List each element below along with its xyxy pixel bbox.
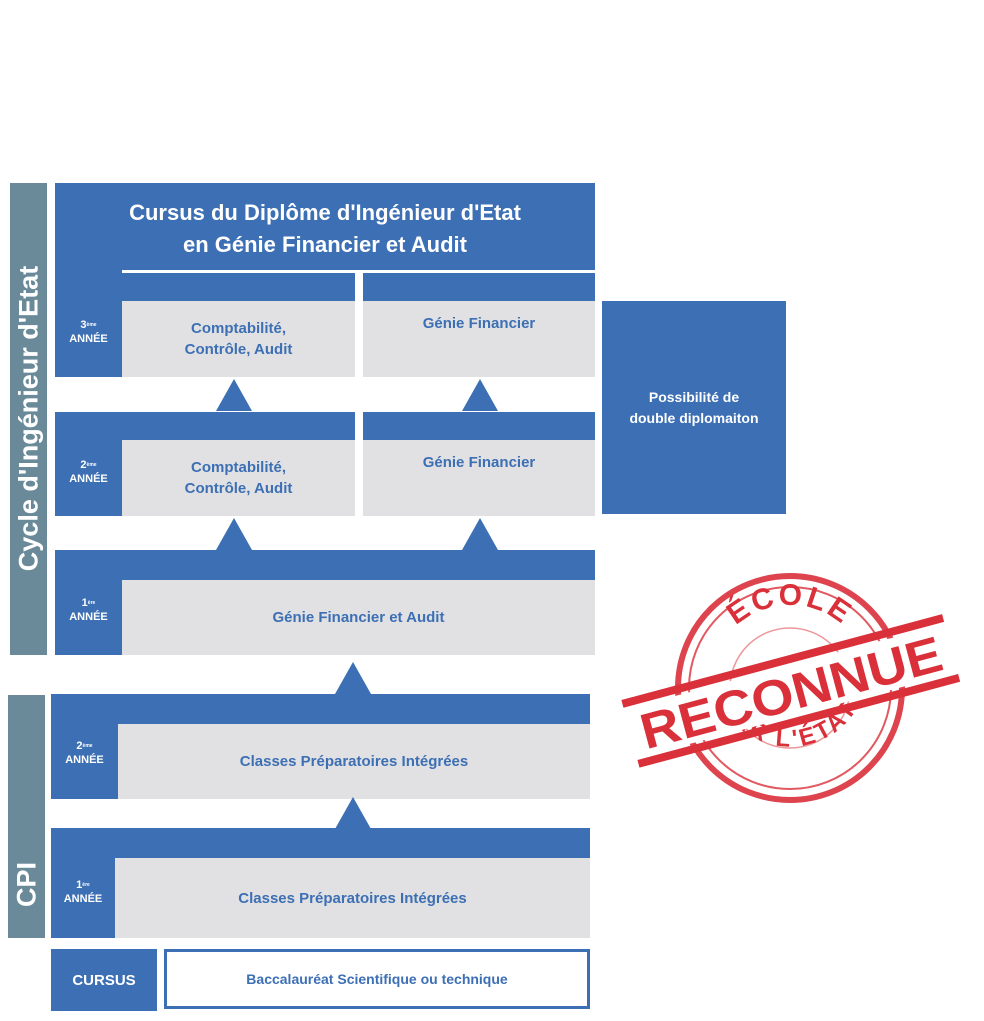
cursus-value: Baccalauréat Scientifique ou technique (246, 970, 508, 987)
y3-year-num: 3 (80, 319, 87, 331)
y1-year-column (55, 580, 122, 655)
cursus-label: CURSUS (51, 949, 157, 1011)
y3-right-cap (363, 273, 595, 301)
ecole-reconnue-stamp: ÉCOLE PAR L'ÉTAT RECONNUE (621, 573, 960, 803)
arrow-up-icon (216, 379, 252, 411)
header-line-2: en Génie Financier et Audit (182, 232, 467, 257)
double-line-2: double diplomaiton (629, 409, 759, 426)
cpi2-year-sup: ème (82, 743, 93, 749)
y1-cap (55, 550, 595, 580)
y3-right-label: Génie Financier (422, 315, 536, 332)
y2-year-label: 2ème ANNÉE (55, 450, 122, 494)
y2-left-cap (55, 412, 355, 440)
double-diploma-box: Possibilité de double diplomaiton (602, 301, 786, 514)
y2-right-label: Génie Financier (422, 454, 536, 471)
cpi-side-bar: CPI (8, 695, 45, 938)
header-line-1: Cursus du Diplôme d'Ingénieur d'Etat (129, 200, 521, 225)
y1-year-text: ANNÉE (69, 611, 108, 623)
cpi2-cap (51, 694, 590, 724)
y2-right-box: Génie Financier (363, 440, 595, 516)
cpi1-year-sup: ère (82, 882, 90, 888)
y3-left-line-1: Comptabilité, (190, 320, 286, 337)
cpi2-label: Classes Préparatoires Intégrées (239, 753, 469, 770)
cycle-side-label: Cycle d'Ingénieur d'Etat (13, 265, 43, 572)
arrow-up-icon (462, 379, 498, 411)
arrow-up-icon (335, 662, 371, 694)
y3-left-box: Comptabilité, Contrôle, Audit (122, 301, 355, 377)
y2-year-sup: ème (86, 462, 97, 468)
year3-column (55, 270, 122, 377)
cpi2-year-text: ANNÉE (65, 754, 104, 766)
double-line-1: Possibilité de (648, 388, 740, 405)
y3-year-text: ANNÉE (69, 333, 108, 345)
cpi1-year-column (51, 858, 115, 938)
cpi1-year-text: ANNÉE (63, 893, 103, 905)
arrow-up-icon (335, 797, 371, 829)
cpi-side-label: CPI (11, 861, 41, 907)
cpi1-box: Classes Préparatoires Intégrées (115, 858, 590, 938)
y1-label: Génie Financier et Audit (272, 609, 445, 626)
y3-year-sup: ème (86, 322, 97, 328)
cpi1-year-num: 1 (76, 879, 83, 891)
y3-left-cap (122, 273, 355, 301)
arrow-up-icon (216, 518, 252, 550)
y2-left-line-2: Contrôle, Audit (184, 480, 293, 497)
y1-box: Génie Financier et Audit (122, 580, 595, 655)
y3-left-line-2: Contrôle, Audit (184, 341, 293, 358)
y2-right-cap (363, 412, 595, 440)
cpi1-year-label: 1ère ANNÉE (51, 870, 115, 914)
cursus-value-box: Baccalauréat Scientifique ou technique (164, 949, 590, 1009)
arrow-up-icon (462, 518, 498, 550)
y1-year-label: 1ère ANNÉE (55, 588, 122, 632)
cpi2-year-label: 2ème ANNÉE (51, 731, 118, 775)
y2-year-column (55, 440, 122, 516)
y1-year-num: 1 (81, 597, 88, 609)
cycle-side-bar: Cycle d'Ingénieur d'Etat (10, 183, 47, 655)
y2-year-text: ANNÉE (69, 473, 108, 485)
y1-year-sup: ère (87, 600, 96, 606)
cpi2-box: Classes Préparatoires Intégrées (118, 724, 590, 799)
y3-right-box: Génie Financier (363, 301, 595, 377)
y2-left-box: Comptabilité, Contrôle, Audit (122, 440, 355, 516)
cpi2-year-column (51, 724, 118, 799)
cpi1-label: Classes Préparatoires Intégrées (238, 889, 467, 907)
cpi1-cap (51, 828, 590, 858)
y3-year-label: 3ème ANNÉE (55, 310, 122, 354)
y2-year-num: 2 (80, 459, 87, 471)
diploma-header: Cursus du Diplôme d'Ingénieur d'Etat en … (55, 183, 595, 270)
cpi2-year-num: 2 (76, 740, 83, 752)
y2-left-line-1: Comptabilité, (190, 459, 286, 476)
